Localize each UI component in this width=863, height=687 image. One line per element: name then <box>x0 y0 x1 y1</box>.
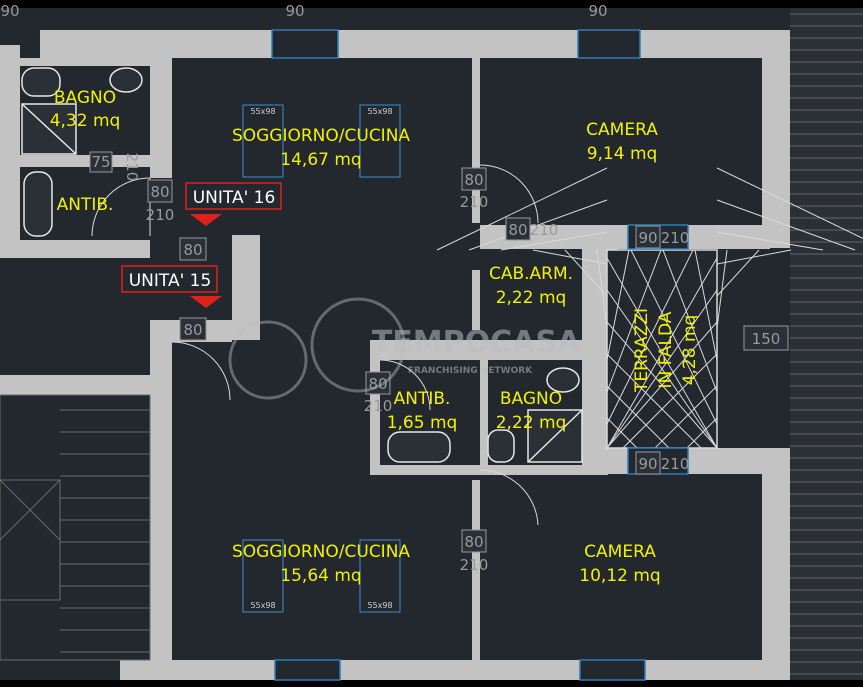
terrace-hatch-line <box>716 167 863 239</box>
unit-tags: UNITA' 16 UNITA' 15 <box>121 182 282 308</box>
room-name: BAGNO <box>500 389 562 409</box>
room-area: 15,64 mq <box>280 566 361 586</box>
terrace-hatch-line <box>622 353 718 449</box>
dim-door-width: 80 <box>464 533 483 551</box>
dim-door-width: 80 <box>150 183 169 201</box>
window-size-label: 55x98 <box>367 107 392 116</box>
room-area: 4,32 mq <box>50 111 121 131</box>
terrace-hatch-line <box>654 385 718 449</box>
dim-door-height: 210 <box>530 221 559 239</box>
dim-door-height: 210 <box>123 153 141 182</box>
room-area: 9,14 mq <box>587 144 658 164</box>
terrace-hatch-line <box>500 231 608 251</box>
room-name: SOGGIORNO/CUCINA <box>232 126 410 146</box>
terrace-hatch-line <box>716 249 792 265</box>
terrace-hatch-line <box>606 321 718 449</box>
dim-door-height: 210 <box>460 193 489 211</box>
window-size-label: 55x98 <box>250 601 275 610</box>
watermark-network: FRANCHISING NETWORK <box>408 366 533 376</box>
room-area: 2,22 mq <box>496 413 567 433</box>
room-floors <box>172 60 760 330</box>
dim-door-width: 80 <box>368 375 387 393</box>
terrace-hatch-line <box>716 447 720 451</box>
dim-door-width: 80 <box>183 241 202 259</box>
terrace-hatch-line <box>716 231 824 251</box>
terrace-hatch-line <box>686 417 718 449</box>
window-units <box>242 104 401 613</box>
dim-door-height: 210 <box>460 556 489 574</box>
walls <box>0 30 790 680</box>
stairs <box>0 394 151 661</box>
dim-window-width: 150 <box>752 330 781 348</box>
terrace-hatch <box>436 167 863 451</box>
terrace-hatch-line <box>604 447 608 451</box>
terrace-hatch-line <box>606 385 670 449</box>
room-name: SOGGIORNO/CUCINA <box>232 542 410 562</box>
terrace-hatch-line <box>436 167 608 251</box>
dimension-tags: 75 210 80 210 80 80 80 210 80 210 80 210… <box>0 2 789 574</box>
room-area: 2,22 mq <box>496 288 567 308</box>
unit-15-box <box>121 265 218 293</box>
watermark: TEMPOCASA FRANCHISING NETWORK <box>228 297 581 400</box>
doors <box>91 164 539 526</box>
terrace-hatch-line <box>606 249 630 361</box>
unit-16-arrow <box>190 214 222 226</box>
dim-door-height: 210 <box>146 206 175 224</box>
room-name: ANTIB. <box>57 195 114 215</box>
terrace-hatch-line <box>662 249 718 393</box>
fixtures <box>21 67 583 463</box>
dim-window-height: 210 <box>661 229 690 247</box>
dim-window-width: 90 <box>638 455 657 473</box>
dim-top-window: 90 <box>588 2 607 20</box>
watermark-brand: TEMPOCASA <box>372 325 581 360</box>
unit-15-arrow <box>190 296 222 308</box>
dim-door-width: 80 <box>464 171 483 189</box>
terrace-hatch-line <box>716 249 728 329</box>
room-name: CAB.ARM. <box>489 264 573 284</box>
terrace-hatch-line <box>606 257 718 449</box>
room-area: 1,65 mq <box>387 413 458 433</box>
dim-window-height: 210 <box>661 455 690 473</box>
room-name: CAMERA <box>586 120 658 140</box>
dim-door-height: 210 <box>364 397 393 415</box>
window-size-label: 55x98 <box>250 107 275 116</box>
dim-door-width: 80 <box>183 321 202 339</box>
room-name: IN FALDA <box>656 311 676 388</box>
roof-hatch <box>790 8 863 680</box>
room-area: 14,67 mq <box>280 150 361 170</box>
room-area: 10,12 mq <box>579 566 660 586</box>
terrace-hatch-line <box>606 249 662 393</box>
window-size-label: 55x98 <box>367 601 392 610</box>
dim-door-width: 75 <box>91 153 110 171</box>
terrace-hatch-line <box>596 249 608 329</box>
room-name: CAMERA <box>584 542 656 562</box>
room-name: BAGNO <box>54 88 116 108</box>
terrace-hatch-line <box>606 353 702 449</box>
unit-16-box <box>185 182 282 210</box>
unit-16-label: UNITA' 16 <box>193 188 276 208</box>
room-name: TERRAZZI <box>632 308 652 393</box>
room-area: 4,28 mq <box>680 315 700 386</box>
terrace-hatch-line <box>606 417 638 449</box>
terrace-hatch-line <box>606 249 694 425</box>
unit-15-label: UNITA' 15 <box>129 271 212 291</box>
terrace-hatch-line <box>606 289 718 449</box>
terrace-hatch-line <box>630 249 718 425</box>
terrace-hatch-line <box>716 199 856 251</box>
dim-window-width: 90 <box>638 229 657 247</box>
dim-door-width: 80 <box>508 221 527 239</box>
room-labels: BAGNO 4,32 mq SOGGIORNO/CUCINA 14,67 mq … <box>50 88 700 586</box>
terrace-hatch-line <box>532 249 608 265</box>
dim-top-window: 90 <box>285 2 304 20</box>
terrace-hatch-line <box>468 199 608 251</box>
dim-top-window: 90 <box>0 2 19 20</box>
room-name: ANTIB. <box>394 389 451 409</box>
